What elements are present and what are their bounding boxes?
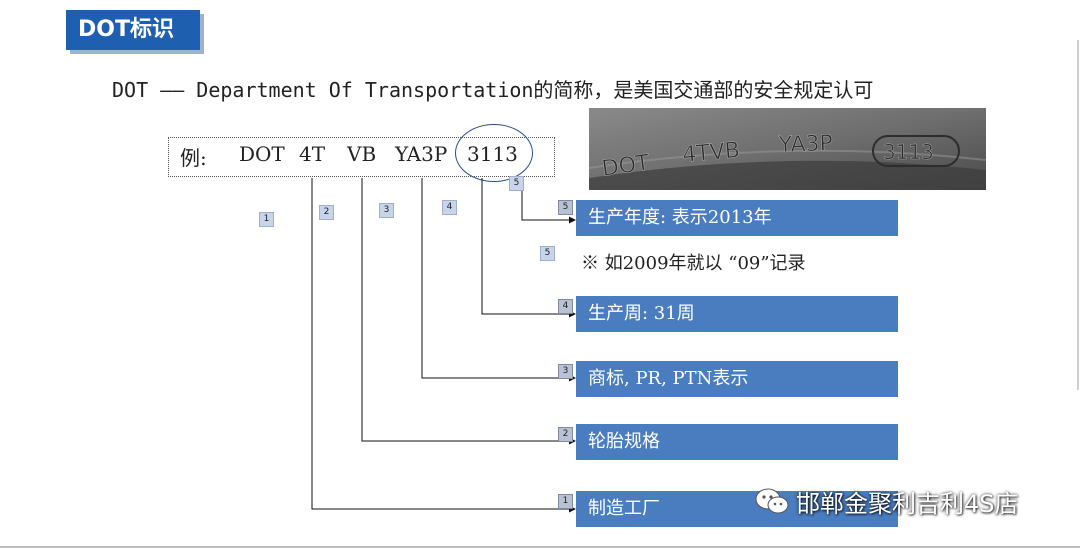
page-title: DOT标识 <box>66 10 200 50</box>
example-label: 例: <box>180 146 207 170</box>
example-part-plant: 4T <box>299 142 326 166</box>
wechat-icon <box>754 487 790 517</box>
box-tag-2: 2 <box>558 427 573 442</box>
tag-5: 5 <box>509 176 524 191</box>
tag-2: 2 <box>319 205 334 220</box>
photo-date-text: 3113 <box>883 140 934 164</box>
photo-code-text: 4TVB <box>681 138 741 168</box>
example-box <box>168 137 555 177</box>
example-part-brand: YA3P <box>395 142 448 166</box>
tag-3: 3 <box>379 203 394 218</box>
connector-week <box>481 178 576 318</box>
tag-1: 1 <box>259 212 274 227</box>
date-highlight-oval <box>455 124 533 182</box>
box-tag-3: 3 <box>558 364 573 379</box>
subtitle: DOT —— Department Of Transportation的简称，是… <box>112 78 874 102</box>
watermark-text: 邯郸金聚利吉利4S店 <box>796 490 1019 518</box>
year-note: ※ 如2009年就以 “09”记录 <box>581 253 806 274</box>
connector-spec <box>361 178 576 445</box>
connector-factory <box>311 178 576 513</box>
connector-brand <box>421 178 576 382</box>
tire-photo-graphic: DOT 4TVB YA3P 3113 <box>589 108 986 190</box>
box-production-year: 生产年度: 表示2013年 <box>576 200 898 236</box>
box-production-week: 生产周: 31周 <box>576 296 898 332</box>
tag-5-note: 5 <box>540 246 555 261</box>
box-tire-spec: 轮胎规格 <box>576 424 898 460</box>
box-tag-4: 4 <box>558 299 573 314</box>
photo-mid-text: YA3P <box>777 131 833 158</box>
box-tag-5: 5 <box>558 200 573 215</box>
tag-4: 4 <box>442 200 457 215</box>
connector-year <box>521 180 576 224</box>
watermark: 邯郸金聚利吉利4S店 <box>754 484 1019 519</box>
box-tag-1: 1 <box>558 494 573 509</box>
example-part-size: VB <box>347 142 377 166</box>
bottom-divider <box>0 546 1080 548</box>
photo-date-oval <box>872 135 960 167</box>
box-brand: 商标, PR, PTN表示 <box>576 361 898 397</box>
example-part-dot: DOT <box>239 142 285 166</box>
right-divider <box>1077 40 1079 390</box>
box-factory: 制造工厂 <box>576 491 898 527</box>
tire-photo: DOT 4TVB YA3P 3113 <box>589 108 986 190</box>
